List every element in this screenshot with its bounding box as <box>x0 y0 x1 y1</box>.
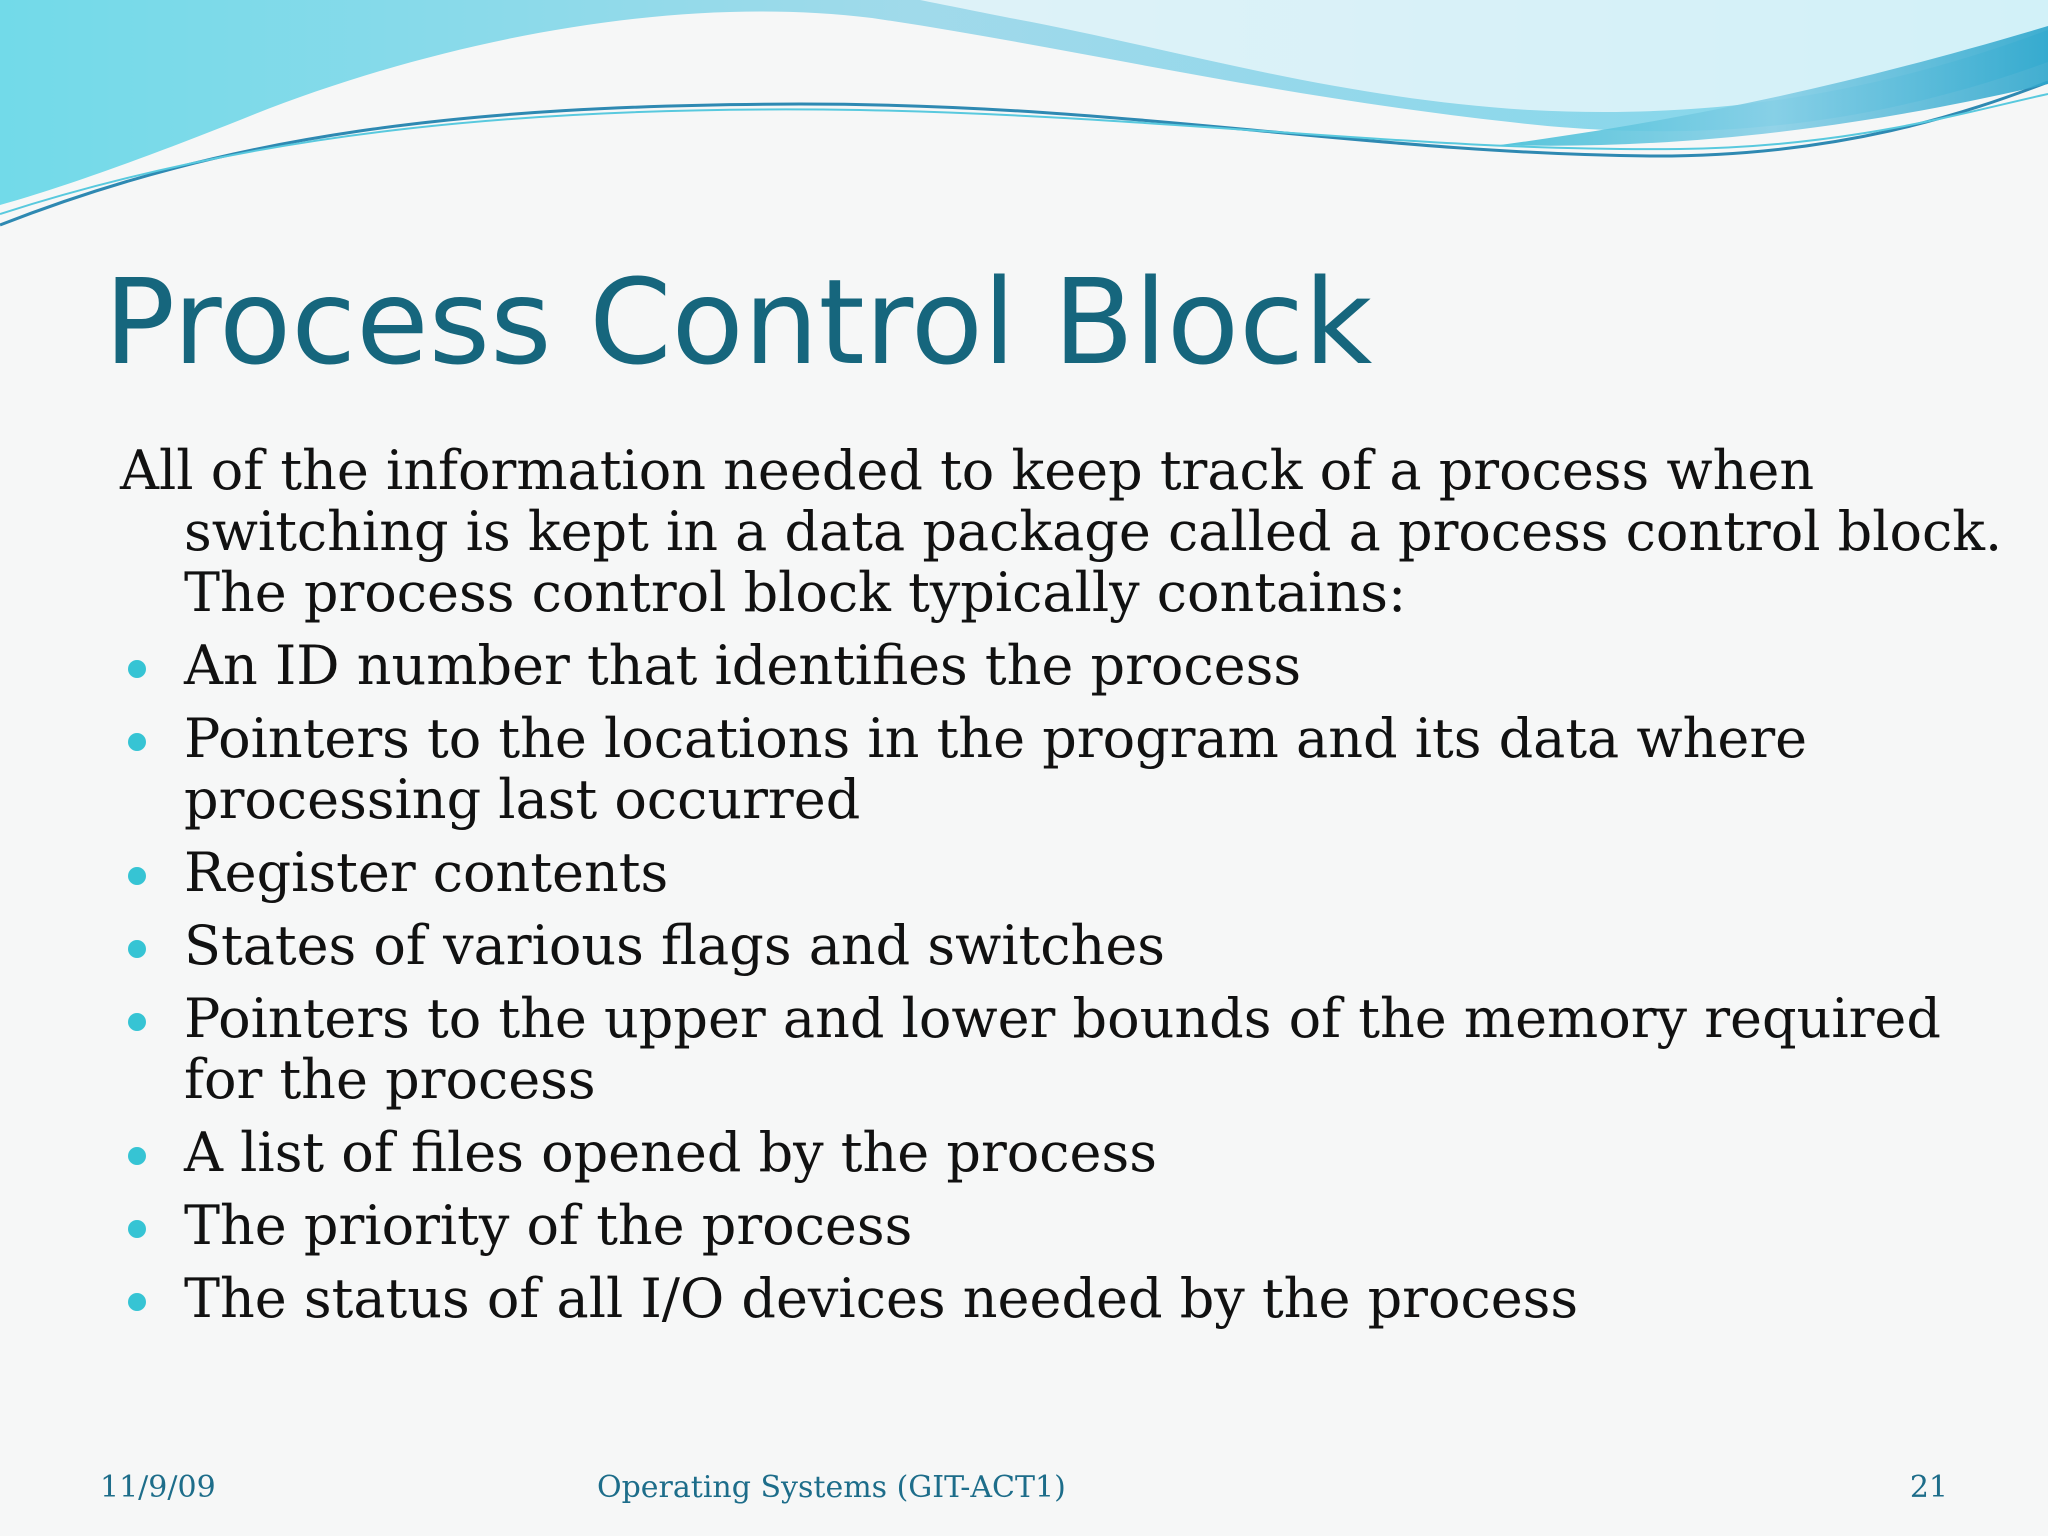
bullet-item: Register contents <box>120 842 2024 903</box>
bullet-item: The status of all I/O devices needed by … <box>120 1268 2024 1329</box>
bullet-text: An ID number that identifies the process <box>184 634 1302 698</box>
bullet-item: A list of files opened by the process <box>120 1122 2024 1183</box>
bullet-item: States of various flags and switches <box>120 915 2024 976</box>
bullet-item: An ID number that identifies the process <box>120 635 2024 696</box>
bullet-icon <box>128 1220 146 1239</box>
bullet-icon <box>128 940 146 959</box>
bullet-item: The priority of the process <box>120 1195 2024 1256</box>
bullet-icon <box>128 1147 146 1166</box>
slide-body: All of the information needed to keep tr… <box>120 440 2002 1341</box>
bullet-item: Pointers to the locations in the program… <box>120 708 2024 830</box>
bullet-icon <box>128 1293 146 1312</box>
bullet-text: Pointers to the locations in the program… <box>184 707 1808 832</box>
bullet-icon <box>128 1013 146 1032</box>
bullet-text: States of various flags and switches <box>184 914 1165 978</box>
bullet-icon <box>128 660 146 679</box>
slide-number: 21 <box>1909 1470 1948 1505</box>
bullet-text: The status of all I/O devices needed by … <box>184 1267 1579 1331</box>
bullet-text: A list of files opened by the process <box>184 1121 1157 1185</box>
bullet-list: An ID number that identifies the process… <box>120 635 1980 1329</box>
footer-course-title: Operating Systems (GIT-ACT1) <box>597 1470 1066 1505</box>
bullet-text: Register contents <box>184 841 669 905</box>
bullet-icon <box>128 733 146 752</box>
bullet-text: Pointers to the upper and lower bounds o… <box>184 987 1941 1112</box>
footer-date: 11/9/09 <box>100 1470 216 1505</box>
header-wave-decoration <box>0 0 2048 227</box>
bullet-icon <box>128 867 146 886</box>
bullet-text: The priority of the process <box>184 1194 913 1258</box>
intro-paragraph: All of the information needed to keep tr… <box>120 439 2003 625</box>
slide-title: Process Control Block <box>104 253 1373 391</box>
bullet-item: Pointers to the upper and lower bounds o… <box>120 988 2024 1110</box>
